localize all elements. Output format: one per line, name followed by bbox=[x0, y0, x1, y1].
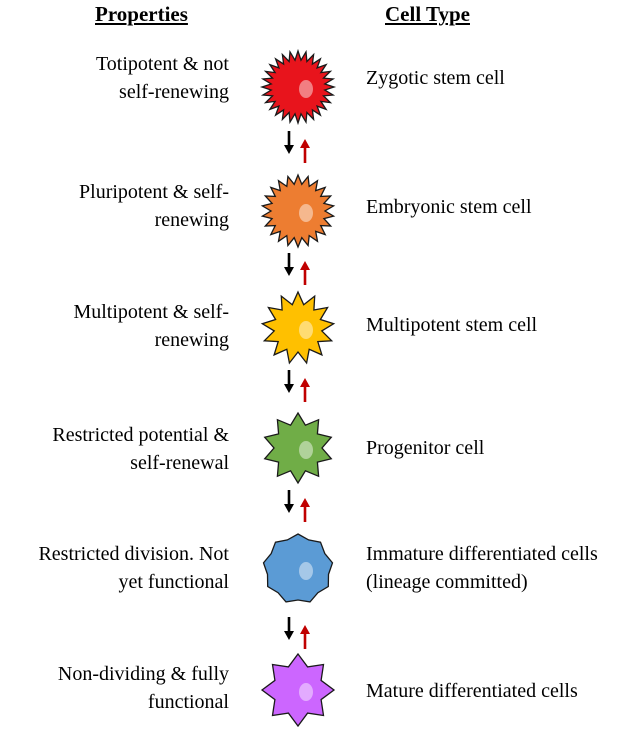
cell-type-label-progenitor: Progenitor cell bbox=[366, 434, 484, 462]
up-arrow-icon bbox=[300, 261, 310, 285]
cell-type-line: Zygotic stem cell bbox=[366, 67, 505, 89]
star-cell-icon bbox=[260, 652, 336, 728]
cell-type-label-embryonic: Embryonic stem cell bbox=[366, 193, 532, 221]
properties-header: Properties bbox=[95, 2, 188, 26]
up-arrow-icon bbox=[300, 139, 310, 163]
down-arrow-icon bbox=[284, 370, 294, 393]
property-label-mature: Non-dividing & fully functional bbox=[0, 660, 229, 716]
down-arrow-icon bbox=[284, 131, 294, 154]
property-line: Totipotent & not bbox=[95, 53, 229, 75]
down-arrow-icon bbox=[284, 490, 294, 513]
property-label-immature: Restricted division. Not yet functional bbox=[0, 540, 229, 596]
down-arrow-icon bbox=[284, 617, 294, 640]
spiky-cell-icon bbox=[263, 411, 333, 485]
nucleus-icon bbox=[299, 562, 313, 580]
nucleus-icon bbox=[299, 683, 313, 701]
property-line: Restricted potential & bbox=[52, 424, 229, 446]
property-line: functional bbox=[147, 691, 229, 713]
property-line: Non-dividing & fully bbox=[57, 663, 229, 685]
nucleus-icon bbox=[299, 204, 313, 222]
property-line: Multipotent & self- bbox=[73, 301, 229, 323]
property-line: Restricted division. Not bbox=[38, 543, 229, 565]
property-label-zygotic: Totipotent & not self-renewing bbox=[0, 50, 229, 106]
property-line: yet functional bbox=[118, 571, 229, 593]
nucleus-icon bbox=[299, 80, 313, 98]
nucleus-icon bbox=[299, 321, 313, 339]
down-arrow-icon bbox=[284, 253, 294, 276]
cell-type-line: Immature differentiated cells bbox=[366, 543, 598, 565]
cell-type-line: Progenitor cell bbox=[366, 437, 485, 459]
cell-type-line: Mature differentiated cells bbox=[366, 680, 578, 702]
cell-type-label-immature: Immature differentiated cells (lineage c… bbox=[366, 540, 598, 596]
property-line: renewing bbox=[154, 209, 229, 231]
up-arrow-icon bbox=[300, 378, 310, 402]
cell-type-line: (lineage committed) bbox=[366, 571, 528, 593]
cell-type-line: Embryonic stem cell bbox=[366, 196, 532, 218]
cell-type-line: Multipotent stem cell bbox=[366, 314, 538, 336]
cell-type-label-multipotent: Multipotent stem cell bbox=[366, 311, 537, 339]
property-line: self-renewal bbox=[130, 452, 229, 474]
property-label-multipotent: Multipotent & self- renewing bbox=[0, 298, 229, 354]
property-label-progenitor: Restricted potential & self-renewal bbox=[0, 421, 229, 477]
up-arrow-icon bbox=[300, 498, 310, 522]
cell-type-header: Cell Type bbox=[385, 2, 470, 26]
spiky-cell-icon bbox=[260, 290, 336, 365]
cell-type-label-mature: Mature differentiated cells bbox=[366, 677, 578, 705]
polygon-cell-icon bbox=[262, 533, 334, 603]
property-line: self-renewing bbox=[119, 81, 229, 103]
property-line: renewing bbox=[154, 329, 229, 351]
cell-type-label-zygotic: Zygotic stem cell bbox=[366, 64, 505, 92]
spiky-cell-icon bbox=[260, 173, 336, 249]
up-arrow-icon bbox=[300, 625, 310, 649]
nucleus-icon bbox=[299, 441, 313, 459]
spiky-cell-icon bbox=[259, 48, 337, 126]
property-line: Pluripotent & self- bbox=[79, 181, 229, 203]
property-label-embryonic: Pluripotent & self- renewing bbox=[0, 178, 229, 234]
